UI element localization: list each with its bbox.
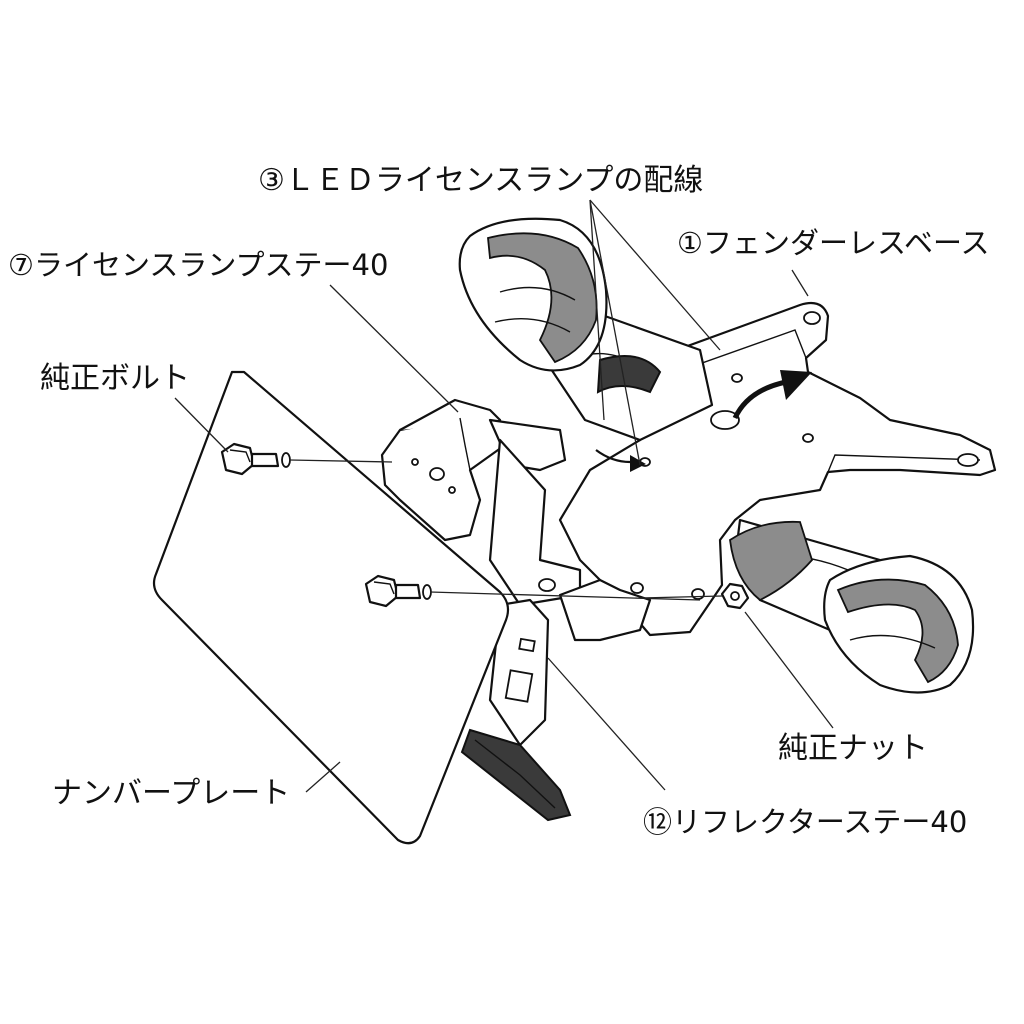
label-led-wiring: ③ＬＥＤライセンスランプの配線	[258, 163, 703, 198]
number-plate	[152, 370, 510, 845]
label-reflector-stay: ⑫リフレクターステー40	[643, 805, 967, 839]
label-oem-nut: 純正ナット	[778, 731, 928, 766]
reflector-stay	[460, 578, 652, 822]
label-number-plate: ナンバープレート	[52, 776, 290, 811]
turn-signal-upper	[458, 217, 714, 442]
oem-bolt-lower	[364, 574, 432, 608]
turn-signal-lower	[729, 518, 975, 694]
license-lamp-stay	[380, 398, 582, 607]
mounting-arrow	[732, 370, 812, 420]
leader-lines	[174, 199, 834, 793]
label-fenderless-base: ①フェンダーレスベース	[677, 226, 990, 260]
oem-bolt-upper	[220, 442, 291, 476]
wiring-arrow	[595, 449, 646, 472]
label-license-lamp-stay: ⑦ライセンスランプステー40	[8, 248, 388, 282]
label-oem-bolt: 純正ボルト	[40, 361, 190, 396]
assembly-guide-lines	[289, 459, 723, 601]
oem-nut	[720, 582, 750, 610]
